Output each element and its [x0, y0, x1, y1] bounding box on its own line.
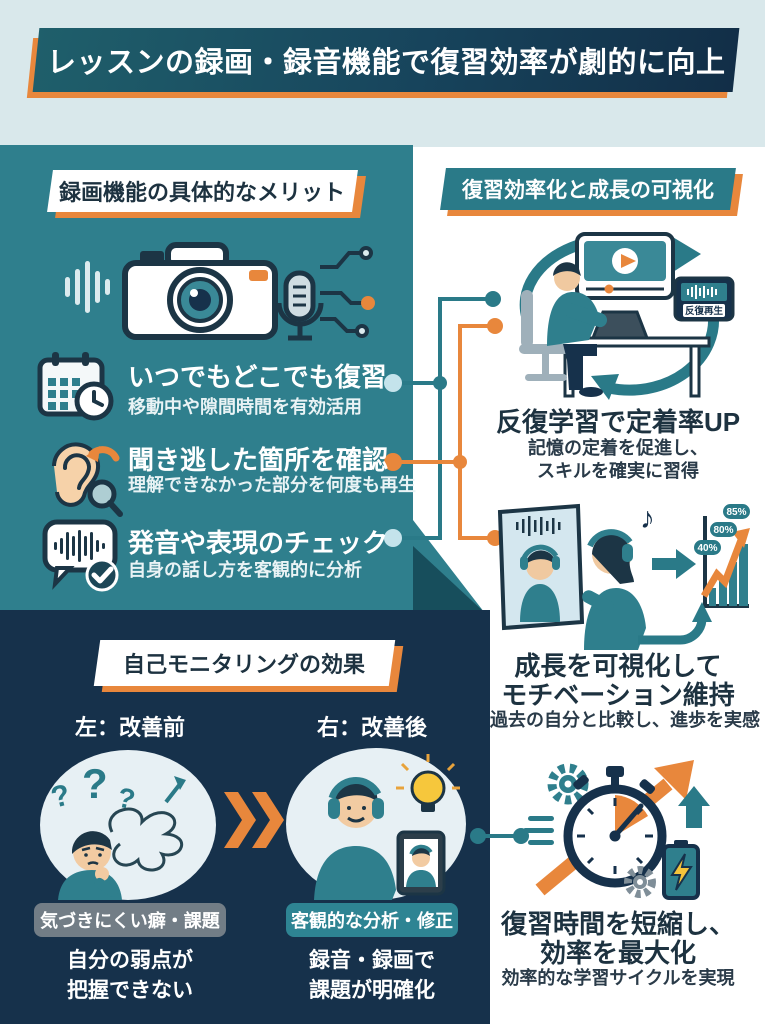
section3-title-line1: 復習時間を短縮し、 — [500, 909, 735, 939]
after-caption-line2: 課題が明確化 — [309, 979, 435, 1002]
section3-title-line2: 効率を最大化 — [539, 938, 696, 968]
connector-dot-bullet3 — [384, 529, 402, 547]
microphone-icon — [276, 270, 324, 341]
left-panel-heading: 録画機能の具体的なメリット — [59, 180, 346, 205]
learner-figure — [547, 262, 608, 397]
connector-line-orange-bottom — [458, 536, 494, 540]
before-caption-line1: 自分の弱点が — [67, 949, 193, 972]
tablet-selfview-icon — [396, 830, 446, 896]
office-chair-icon — [519, 290, 573, 381]
before-label: 左：改善前 — [74, 715, 185, 740]
efficiency-arrowhead — [654, 760, 694, 800]
after-label: 右：改善後 — [316, 715, 427, 740]
tangle-scribble-icon — [108, 782, 184, 872]
connector-line-bullet2 — [392, 460, 460, 464]
after-improved-illustration — [286, 748, 466, 900]
svg-text:85%: 85% — [726, 507, 746, 518]
cycle-arrowhead-top — [671, 236, 701, 272]
bullet2-subtitle: 理解できなかった部分を何度も再生 — [128, 475, 416, 495]
connector-dot-bullet1 — [384, 374, 402, 392]
bullet1-subtitle: 移動中や隙間時間を有効活用 — [128, 397, 362, 417]
svg-text:40%: 40% — [697, 543, 717, 554]
speaker-figure — [582, 529, 646, 650]
connector-line-bullet1 — [392, 381, 440, 385]
connector-line-teal-vertical — [438, 297, 442, 540]
right-panel-heading-banner: 復習効率化と成長の可視化 — [440, 168, 736, 210]
connector-line-orange-top — [458, 324, 494, 328]
connector-dot-bottom-left — [470, 828, 486, 844]
cycle-arrowhead-bottom — [591, 374, 619, 400]
left-panel-heading-banner: 録画機能の具体的なメリット — [47, 170, 358, 212]
music-note-icon: ♪ — [640, 502, 655, 535]
svg-text:?: ? — [115, 782, 138, 816]
section3-subtitle: 効率的な学習サイクルを実現 — [501, 968, 735, 988]
connector-line-bullet3 — [392, 536, 440, 540]
speed-lines-icon — [523, 816, 554, 845]
chevron-right-icon — [224, 792, 284, 848]
ear-replay-magnifier-icon — [52, 442, 123, 517]
camera-recording-illustration — [65, 242, 375, 341]
before-pill: 気づきにくい癖・課題 — [34, 903, 226, 937]
tablet-replay-icon: 反復再生 — [673, 276, 735, 322]
waveform-icon — [65, 261, 110, 313]
connector-dot-orange-end-top — [487, 318, 503, 334]
confused-person-figure — [58, 831, 122, 900]
connector-dot-teal-end — [485, 291, 501, 307]
after-caption-line1: 録音・録画で — [309, 949, 435, 972]
section1-subtitle-line1: 記憶の定着を促進し、 — [528, 438, 708, 458]
monitoring-heading-banner: 自己モニタリングの効果 — [93, 640, 396, 686]
question-marks-icon: ? ? ? — [48, 760, 138, 815]
curve-up-arrow — [638, 619, 707, 645]
right-panel-heading: 復習効率化と成長の可視化 — [462, 179, 714, 202]
connector-dot-teal-junction — [433, 376, 447, 390]
gear-icon-bottom — [624, 866, 656, 898]
connector-line-teal-top — [438, 297, 493, 301]
video-player-icon — [575, 232, 675, 300]
arrow-up-icon — [678, 786, 710, 828]
stopwatch-efficiency-illustration — [523, 760, 710, 900]
bullet3-subtitle: 自身の話し方を客観的に分析 — [128, 560, 362, 580]
circuit-lines-icon — [320, 246, 375, 338]
arrow-right-icon — [652, 549, 696, 579]
after-pill: 客観的な分析・修正 — [286, 903, 458, 937]
connector-dot-bullet2 — [384, 453, 402, 471]
section1-subtitle-line2: スキルを確実に習得 — [537, 461, 699, 481]
page-title-banner: レッスンの録画・録音機能で復習効率が劇的に向上 — [32, 28, 740, 92]
lightbulb-icon — [396, 754, 460, 812]
camera-icon — [122, 242, 278, 340]
speech-waveform-check-icon — [42, 519, 119, 592]
mirror-icon — [497, 503, 585, 631]
mirror-growth-illustration: ♪ 40% 80% 85% — [497, 502, 750, 650]
svg-text:?: ? — [82, 760, 108, 807]
improved-person-figure — [314, 777, 396, 900]
play-button-icon — [621, 254, 636, 268]
growth-chart-icon: 40% 80% 85% — [694, 504, 750, 608]
battery-charge-icon — [662, 840, 700, 900]
connector-line-orange-vertical — [458, 324, 462, 540]
before-caption-line2: 把握できない — [67, 979, 193, 1002]
connector-dot-orange-junction — [453, 455, 467, 469]
bullet1-title: いつでもどこでも復習 — [128, 362, 387, 392]
svg-text:80%: 80% — [713, 525, 733, 536]
section2-title-line1: 成長を可視化して — [514, 651, 722, 681]
tablet-label: 反復再生 — [685, 305, 724, 317]
monitoring-heading: 自己モニタリングの効果 — [123, 652, 366, 677]
bullet2-title: 聞き逃した箇所を確認 — [128, 445, 389, 475]
chart-percent-bubbles: 40% 80% 85% — [694, 504, 750, 555]
calendar-clock-icon — [37, 352, 114, 421]
stopwatch-icon — [563, 766, 667, 888]
connector-line-bottom — [477, 834, 523, 838]
before-confused-illustration: ? ? ? — [40, 750, 216, 900]
page-title: レッスンの録画・録音機能で復習効率が劇的に向上 — [46, 47, 726, 79]
section2-title-line2: モチベーション維持 — [501, 680, 735, 710]
bullet3-title: 発音や表現のチェック — [128, 528, 389, 558]
repeat-learning-illustration: 反復再生 — [519, 232, 735, 400]
section2-subtitle: 過去の自分と比較し、進歩を実感 — [490, 710, 760, 730]
section1-title: 反復学習で定着率UP — [495, 407, 741, 437]
